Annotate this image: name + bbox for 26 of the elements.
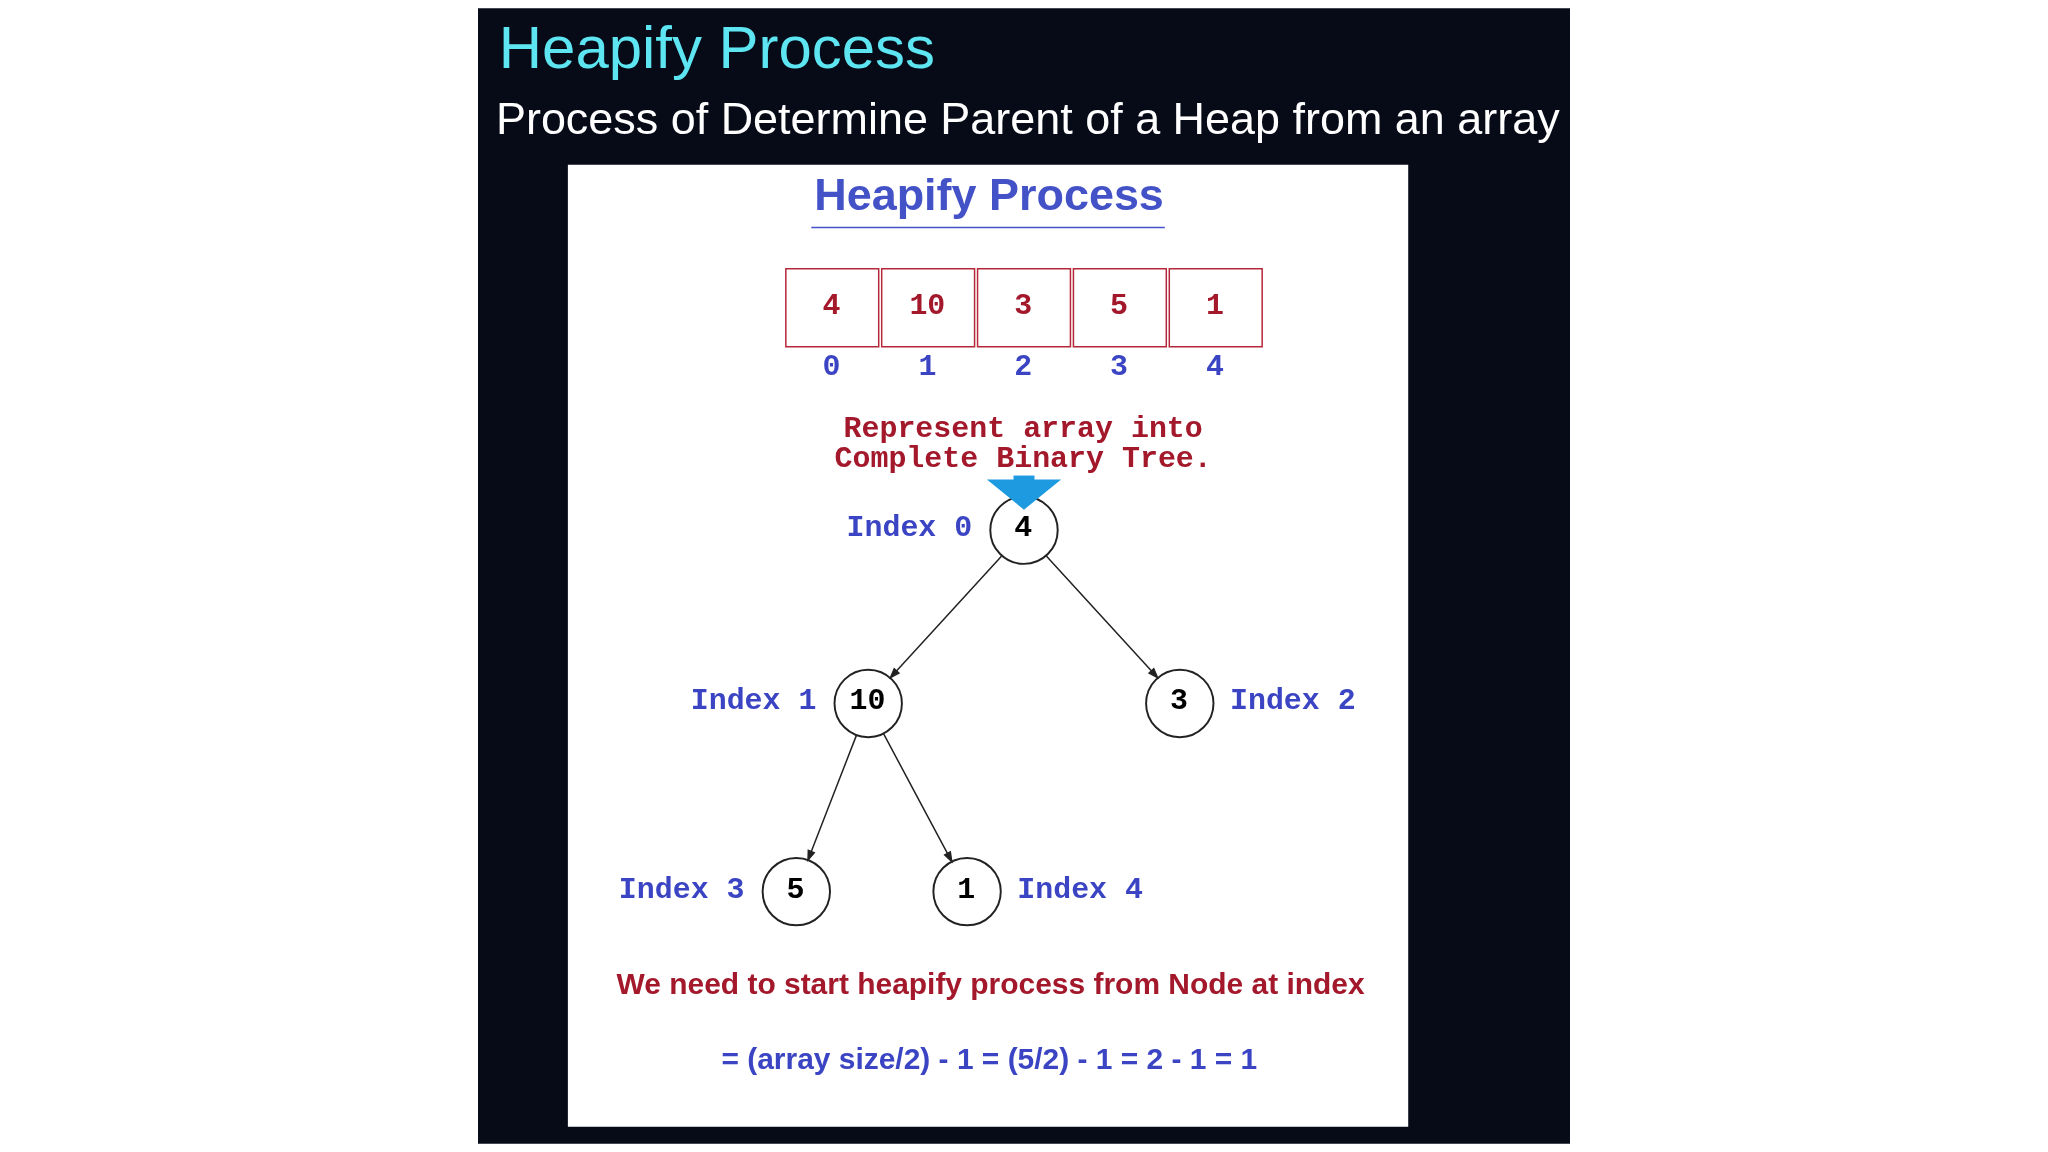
- node-label: Index 4: [1017, 872, 1144, 907]
- node-box: 4: [785, 268, 880, 348]
- node-text: Represent array into Complete Binary Tree.: [834, 411, 1212, 476]
- label: Process of Determine Parent of a Heap from an array: [495, 92, 1560, 144]
- arrow: [882, 733, 953, 864]
- arrow: [888, 555, 1003, 680]
- node-label: 4: [1206, 350, 1224, 385]
- node-label: Index 2: [1229, 684, 1356, 719]
- node-box: 1: [1168, 268, 1263, 348]
- node-label: Index 0: [846, 511, 973, 546]
- node-box: 5: [1072, 268, 1168, 348]
- node-box: 10: [880, 268, 976, 348]
- node-label: Index 3: [618, 872, 745, 907]
- node-circle: 1: [932, 856, 1002, 927]
- label: We need to start heapify process from Node at index: [616, 967, 1365, 1001]
- node-label: 2: [1014, 350, 1033, 385]
- node-label: 0: [822, 350, 841, 385]
- label: = (array size/2) - 1 = (5/2) - 1 = 2 - 1 = 1: [721, 1041, 1258, 1075]
- node-circle: 5: [761, 856, 831, 927]
- node-label: 3: [1110, 350, 1129, 385]
- node-label: 1: [918, 350, 937, 385]
- node-label: Index 1: [690, 684, 817, 719]
- node-box: 3: [976, 268, 1072, 348]
- arrow: [1045, 555, 1160, 680]
- arrow: [807, 734, 858, 863]
- diagram-title: Heapify Process: [498, 14, 936, 82]
